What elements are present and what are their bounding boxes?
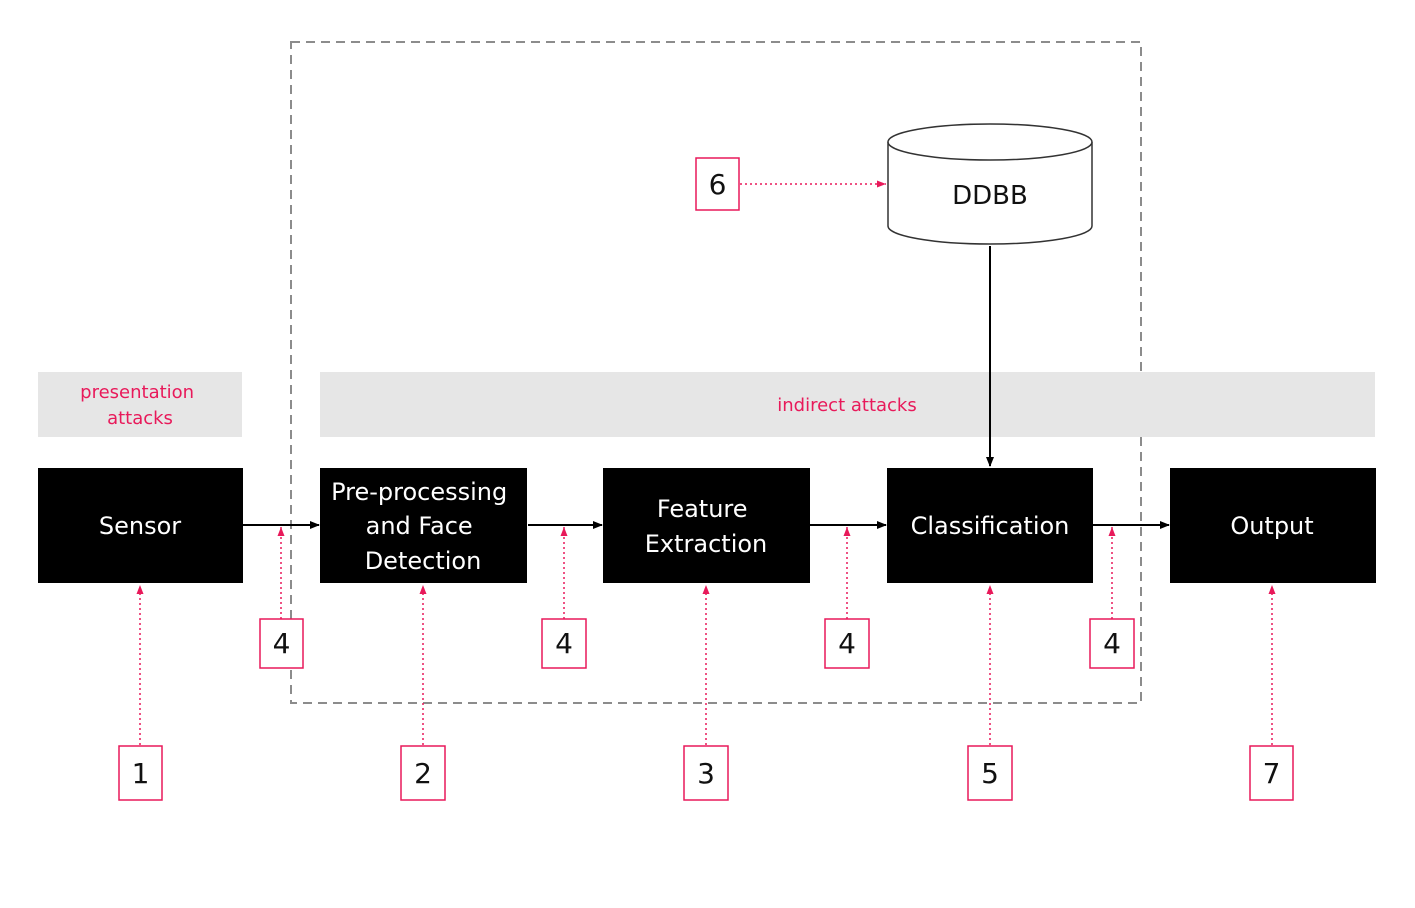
attack-point-4d-label: 4 xyxy=(1103,627,1121,660)
classification-line-1: Classification xyxy=(911,512,1070,540)
presentation-attacks-line-1: presentation xyxy=(80,382,194,403)
output-line-1: Output xyxy=(1230,512,1313,540)
attack-point-4d: 4 xyxy=(1089,618,1135,669)
output-block-box xyxy=(1170,468,1376,583)
attack-point-5: 5 xyxy=(967,745,1013,801)
attack-point-6-label: 6 xyxy=(709,168,727,201)
feature-extraction-block: Feature Extraction xyxy=(603,468,810,583)
attack-point-4c-label: 4 xyxy=(838,627,856,660)
attack-point-4c-box xyxy=(824,618,870,669)
feature-line-1: Feature xyxy=(657,495,748,523)
classification-block-label: Classification xyxy=(911,512,1070,540)
attack-point-3-label: 3 xyxy=(697,757,715,790)
feature-extraction-block-box xyxy=(603,468,810,583)
preprocessing-block-label: Pre-processing and Face Detection xyxy=(331,478,515,575)
attack-point-1-box xyxy=(118,745,163,801)
presentation-attacks-line-2: attacks xyxy=(107,408,173,429)
attack-point-2: 2 xyxy=(400,745,446,801)
sensor-block-box xyxy=(38,468,243,583)
attack-point-3: 3 xyxy=(683,745,729,801)
attack-point-5-label: 5 xyxy=(981,757,999,790)
database-body xyxy=(887,142,1093,245)
classification-block: Classification xyxy=(887,468,1093,583)
attack-point-6: 6 xyxy=(695,157,740,211)
attack-point-7-label: 7 xyxy=(1263,757,1281,790)
preprocessing-line-1: Pre-processing xyxy=(331,478,507,506)
preprocessing-line-2: and Face xyxy=(366,512,473,540)
database: DDBB xyxy=(887,123,1093,245)
attack-point-7-box xyxy=(1249,745,1294,801)
attack-point-4c: 4 xyxy=(824,618,870,669)
system-boundary xyxy=(290,41,1142,704)
attack-point-1-label: 1 xyxy=(132,757,150,790)
indirect-attacks-band xyxy=(320,372,1375,437)
presentation-attacks-label: presentation attacks xyxy=(80,382,200,429)
sensor-line-1: Sensor xyxy=(99,512,181,540)
attack-point-3-box xyxy=(683,745,729,801)
presentation-attacks-band xyxy=(38,372,242,437)
attack-point-4b-label: 4 xyxy=(555,627,573,660)
feature-line-2: Extraction xyxy=(645,530,768,558)
indirect-attacks-label: indirect attacks xyxy=(777,395,916,416)
attack-point-4a-box xyxy=(259,618,304,669)
attack-point-4a-label: 4 xyxy=(273,627,291,660)
output-block-label: Output xyxy=(1230,512,1313,540)
attack-point-6-box xyxy=(695,157,740,211)
attack-point-arrows xyxy=(136,180,1276,745)
sensor-block-label: Sensor xyxy=(99,512,181,540)
attack-point-4b: 4 xyxy=(541,618,587,669)
preprocessing-line-3: Detection xyxy=(365,547,482,575)
attack-point-2-label: 2 xyxy=(414,757,432,790)
feature-extraction-block-label: Feature Extraction xyxy=(645,495,768,558)
database-top xyxy=(887,123,1093,161)
attack-point-1: 1 xyxy=(118,745,163,801)
database-label: DDBB xyxy=(952,181,1028,211)
preprocessing-block-box xyxy=(320,468,527,583)
attack-point-4a: 4 xyxy=(259,618,304,669)
classification-block-box xyxy=(887,468,1093,583)
attack-point-2-box xyxy=(400,745,446,801)
preprocessing-block: Pre-processing and Face Detection xyxy=(320,468,527,583)
output-block: Output xyxy=(1170,468,1376,583)
sensor-block: Sensor xyxy=(38,468,243,583)
attack-point-7: 7 xyxy=(1249,745,1294,801)
attack-point-4b-box xyxy=(541,618,587,669)
attack-point-4d-box xyxy=(1089,618,1135,669)
attack-point-5-box xyxy=(967,745,1013,801)
